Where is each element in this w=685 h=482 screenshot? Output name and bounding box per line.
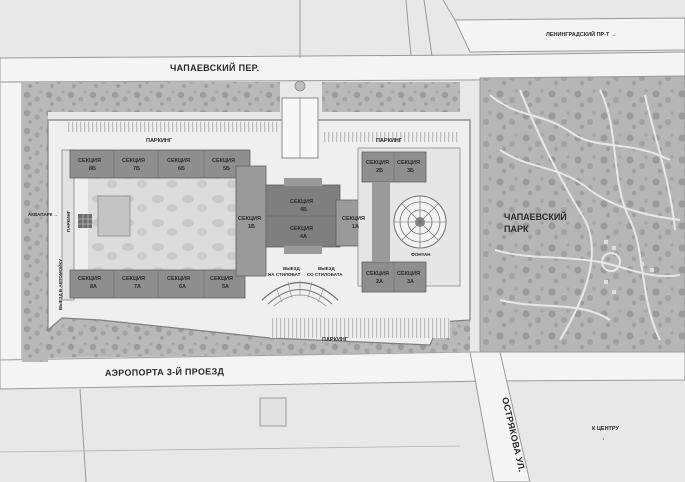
exit-from-stylobat-l1: ВЫЕЗД — [318, 266, 335, 271]
street-aeroporta: АЭРОПОРТА 3-Й ПРОЕЗД — [105, 365, 225, 378]
exit-stylobat-l2: НА СТИЛОБАТ — [268, 272, 301, 277]
fountain-label: ФОНТАН — [411, 252, 431, 257]
section-3b-num: 3Б — [407, 168, 414, 174]
parking-labels: ПАРКИНГ ПАРКИНГ ПАРКИНГ — [146, 138, 403, 343]
section-2b-name: СЕКЦИЯ — [366, 160, 389, 166]
section-2b-num: 2Б — [376, 168, 383, 174]
buildings-left — [69, 149, 267, 299]
section-5b-num: 5Б — [223, 166, 230, 172]
section-2a-num: 2А — [376, 279, 383, 285]
section-1b-name: СЕКЦИЯ — [238, 216, 261, 222]
to-center-label: К ЦЕНТРУ — [592, 426, 619, 432]
exit-from-stylobat-l2: СО СТИЛОБАТА — [307, 272, 343, 277]
section-7a-name: СЕКЦИЯ — [122, 276, 145, 282]
section-8b-name: СЕКЦИЯ — [78, 158, 101, 164]
aquapark-label: АКВАПАРК → — [28, 212, 58, 217]
road-chapaevsky — [0, 51, 685, 83]
street-chapaevsky-lane: ЧАПАЕВСКИЙ ПЕР. — [170, 62, 259, 73]
section-8b-num: 8Б — [89, 166, 96, 172]
section-7a-num: 7А — [134, 284, 141, 290]
section-4a-num: 4А — [300, 234, 307, 240]
section-1b-num: 1Б — [248, 224, 255, 230]
section-1a-name: СЕКЦИЯ — [342, 216, 365, 222]
section-3b-name: СЕКЦИЯ — [397, 160, 420, 166]
to-center-arrow-icon: ↓ — [602, 436, 605, 442]
section-6a-num: 6А — [179, 284, 186, 290]
section-labels: СЕКЦИЯ 8Б СЕКЦИЯ 7Б СЕКЦИЯ 6Б СЕКЦИЯ 5Б … — [78, 158, 420, 290]
section-7b-num: 7Б — [133, 166, 140, 172]
section-8a-name: СЕКЦИЯ — [78, 276, 101, 282]
section-3a-num: 3А — [407, 279, 414, 285]
section-6b-name: СЕКЦИЯ — [167, 158, 190, 164]
section-1a-num: 1А — [352, 224, 359, 230]
fountain — [393, 195, 447, 249]
park-label: ЧАПАЕВСКИЙ ПАРК — [504, 211, 567, 234]
section-5a-name: СЕКЦИЯ — [210, 276, 233, 282]
section-2a-name: СЕКЦИЯ — [366, 271, 389, 277]
section-4b-name: СЕКЦИЯ — [290, 199, 313, 205]
parking-top-right: ПАРКИНГ — [376, 138, 403, 144]
section-5b-name: СЕКЦИЯ — [212, 158, 235, 164]
park-label-line2: ПАРК — [504, 224, 529, 234]
parking-top-left: ПАРКИНГ — [146, 138, 173, 144]
left-parking-label: ПАРКИНГ — [66, 210, 71, 232]
park-label-line1: ЧАПАЕВСКИЙ — [504, 211, 567, 222]
parking-bottom: ПАРКИНГ — [322, 337, 349, 343]
section-5a-num: 5А — [222, 284, 229, 290]
road-leningradsky — [454, 17, 685, 53]
section-8a-num: 8А — [90, 284, 97, 290]
misc-labels: АКВАПАРК → ВЫЕЗД В АВТОМОЙКУ ПАРКИНГ ВЫЕ… — [28, 210, 431, 310]
street-leningradsky: ЛЕНИНГРАДСКИЙ ПР-Т → — [546, 30, 616, 38]
section-6b-num: 6Б — [178, 166, 185, 172]
section-7b-name: СЕКЦИЯ — [122, 158, 145, 164]
exit-carwash-label: ВЫЕЗД В АВТОМОЙКУ — [56, 259, 63, 310]
section-4b-num: 4Б — [300, 207, 307, 213]
left-courtyard — [61, 149, 238, 301]
section-6a-name: СЕКЦИЯ — [167, 276, 190, 282]
exit-stylobat-l1: ВЫЕЗД — [283, 266, 300, 271]
chapaevsky-park — [479, 75, 685, 353]
road-aeroporta — [0, 351, 685, 390]
section-4a-name: СЕКЦИЯ — [290, 226, 313, 232]
section-3a-name: СЕКЦИЯ — [397, 271, 420, 277]
